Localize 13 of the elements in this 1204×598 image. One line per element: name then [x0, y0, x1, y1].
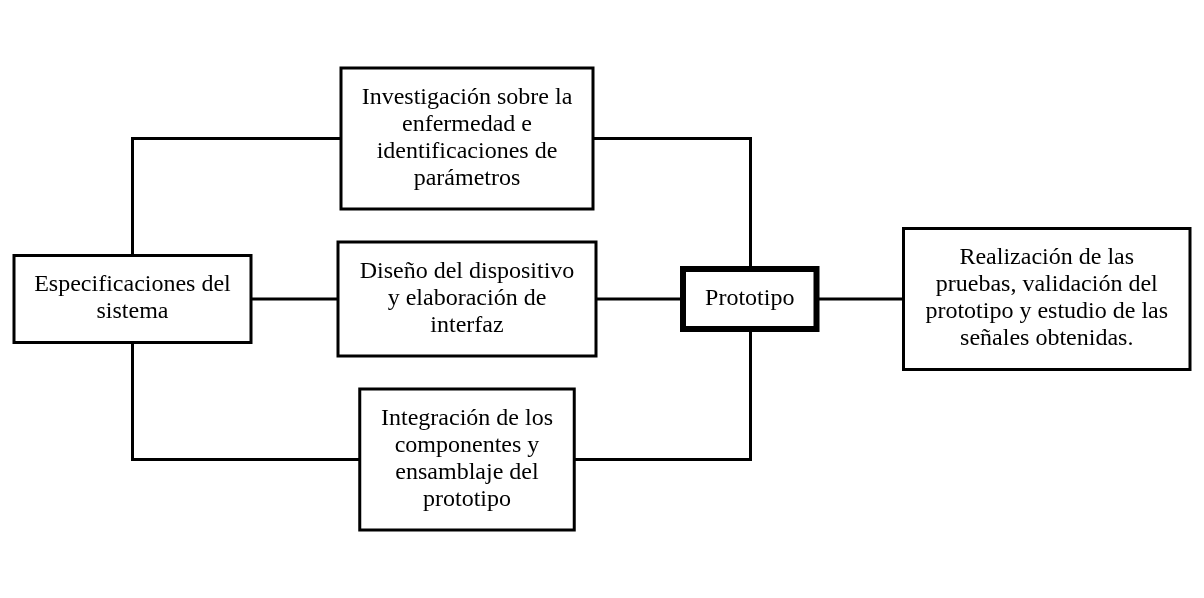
- connector: [596, 297, 683, 301]
- connector: [131, 342, 360, 461]
- connector: [817, 297, 904, 301]
- node-box: Especificaciones del sistema: [12, 254, 253, 344]
- connector: [593, 137, 752, 269]
- node-box: Integración de los componentes y ensamblaje del prototipo: [358, 387, 576, 532]
- connector: [251, 297, 338, 301]
- connector: [574, 329, 752, 461]
- node-box: Realización de las pruebas, validación del prototipo y estudio de las señales obtenidas.: [902, 227, 1192, 371]
- node-box: Diseño del dispositivo y elaboración de interfaz: [336, 240, 598, 358]
- connector: [131, 137, 341, 256]
- node-box: Investigación sobre la enfermedad e identificaciones de parámetros: [339, 66, 595, 211]
- node-box: Prototipo: [680, 266, 820, 332]
